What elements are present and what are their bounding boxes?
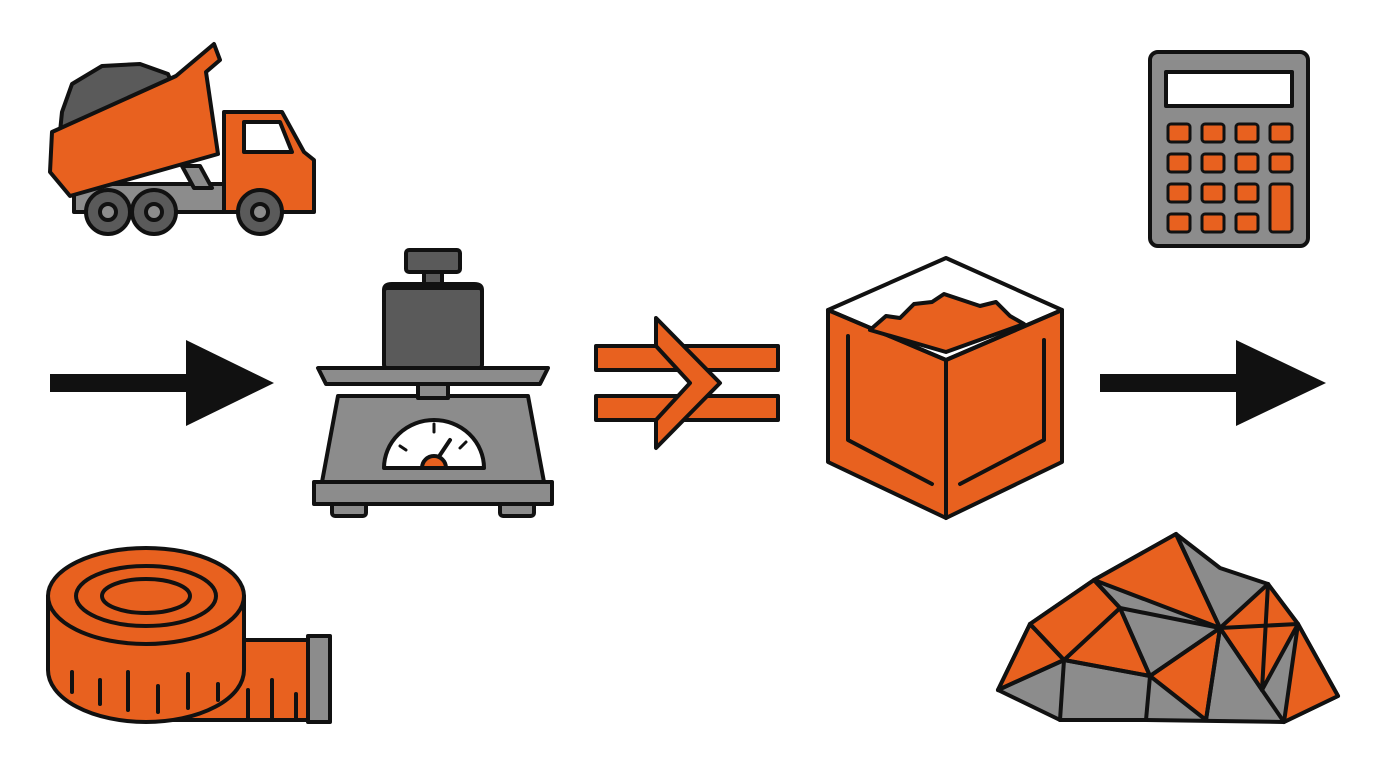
calculator-key bbox=[1200, 122, 1226, 144]
calculator-key bbox=[1234, 212, 1260, 234]
calculator-key bbox=[1166, 212, 1192, 234]
calculator-key bbox=[1166, 182, 1192, 204]
tape-ticks bbox=[70, 670, 298, 722]
calculator-icon bbox=[1148, 50, 1310, 248]
calculator-key bbox=[1166, 122, 1192, 144]
filled-box-icon bbox=[826, 256, 1064, 520]
arrow-right-icon bbox=[50, 340, 274, 426]
calculator-key bbox=[1234, 182, 1260, 204]
calculator-key bbox=[1166, 152, 1192, 174]
approximately-equal-icon bbox=[594, 316, 780, 450]
calculator-key bbox=[1268, 122, 1294, 144]
aggregate-pile-icon bbox=[996, 532, 1340, 724]
tape-measure-icon bbox=[46, 546, 332, 724]
calculator-key bbox=[1268, 152, 1294, 174]
dump-truck-icon bbox=[48, 42, 316, 236]
calculator-key bbox=[1234, 122, 1260, 144]
calculator-keys bbox=[1166, 122, 1294, 234]
calculator-key bbox=[1200, 212, 1226, 234]
arrow-right-icon bbox=[1100, 340, 1326, 426]
calculator-key bbox=[1200, 182, 1226, 204]
calculator-key bbox=[1200, 152, 1226, 174]
calculator-key bbox=[1234, 152, 1260, 174]
weighing-scale-icon bbox=[312, 248, 554, 518]
calculator-key bbox=[1268, 182, 1294, 234]
